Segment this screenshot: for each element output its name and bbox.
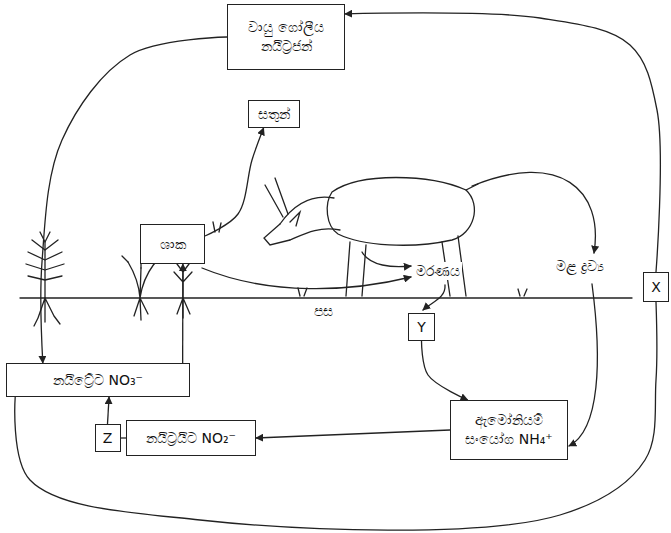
process-box: Z — [95, 424, 121, 452]
cycle-arrow — [422, 341, 468, 400]
node-text: නයිට්‍රේට NO₃⁻ — [49, 371, 147, 390]
plants — [26, 222, 527, 326]
flow-arrow — [569, 284, 597, 446]
node-text: ඇමෝනියම් සංයෝග NH₄⁺ — [451, 411, 567, 449]
animal-box: සතුන් — [248, 100, 300, 128]
cycle-arrow — [256, 430, 450, 438]
stage-label: මරණය — [414, 262, 462, 280]
plant-box: ශාක — [140, 224, 205, 264]
process-box: X — [643, 272, 669, 302]
node-text: Z — [99, 429, 117, 448]
cycle-arrow — [15, 302, 657, 530]
stage-label: මළ ද්‍රව්‍ය — [554, 257, 606, 275]
node-text: සතුන් — [254, 105, 294, 124]
deer-figure — [264, 178, 478, 297]
flow-arrow — [472, 172, 595, 253]
process-box: Y — [408, 313, 435, 341]
nitrite-box: නයිට්‍රයිට NO₂⁻ — [126, 420, 256, 456]
cycle-arrow — [108, 397, 110, 424]
flow-arrow — [423, 285, 445, 310]
soil-label: පස — [312, 302, 335, 320]
node-text: වායු ගෝලීය නයිට්‍රජන් — [228, 18, 344, 56]
nitrate-box: නයිට්‍රේට NO₃⁻ — [6, 363, 190, 397]
node-text: Y — [413, 318, 430, 337]
flow-arrow — [362, 252, 411, 267]
cycle-arrow — [182, 264, 184, 363]
cycle-arrow — [41, 37, 227, 363]
node-text: ශාක — [156, 235, 190, 254]
cycle-arrow — [205, 128, 264, 236]
node-text: X — [647, 278, 665, 297]
node-text: නයිට්‍රයිට NO₂⁻ — [142, 429, 240, 448]
atmosphere-box: වායු ගෝලීය නයිට්‍රජන් — [227, 4, 345, 70]
ammonium-box: ඇමෝනියම් සංයෝග NH₄⁺ — [450, 400, 568, 460]
flow-arrow — [202, 268, 411, 289]
soil-line — [20, 297, 632, 298]
cycle-arrow — [345, 13, 660, 272]
